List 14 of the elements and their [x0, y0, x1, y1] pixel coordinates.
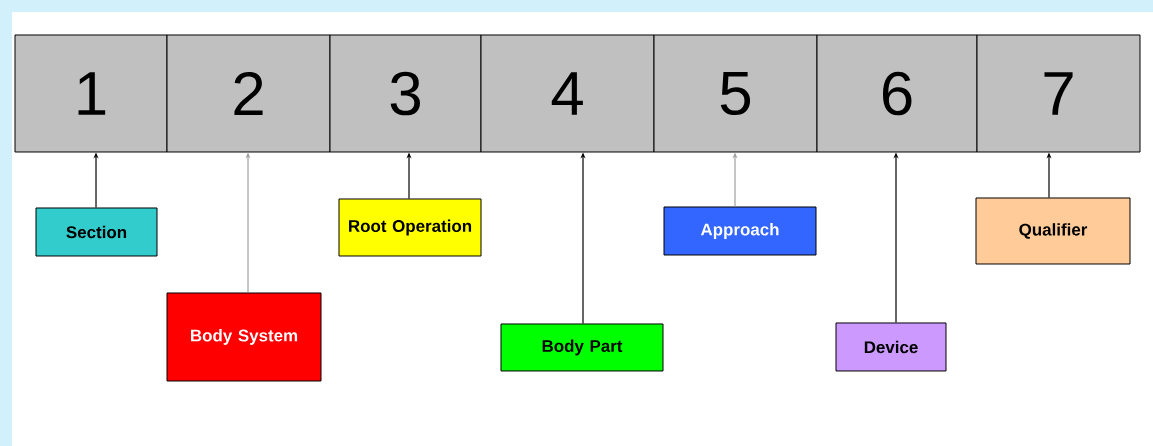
- code-position-cell: 2: [166, 34, 331, 153]
- label-box: Body Part: [500, 323, 664, 372]
- label-box: Qualifier: [975, 197, 1131, 265]
- label-box: Approach: [663, 206, 817, 256]
- code-position-cell: 1: [14, 34, 168, 153]
- code-position-cell: 3: [329, 34, 482, 153]
- label-box: Body System: [166, 292, 322, 382]
- code-position-cell: 7: [976, 34, 1141, 153]
- label-box: Device: [835, 322, 947, 372]
- code-position-cell: 6: [816, 34, 978, 153]
- code-position-cell: 4: [480, 34, 655, 153]
- label-box: Section: [35, 207, 158, 257]
- code-position-cell: 5: [653, 34, 818, 153]
- label-box: Root Operation: [338, 198, 482, 257]
